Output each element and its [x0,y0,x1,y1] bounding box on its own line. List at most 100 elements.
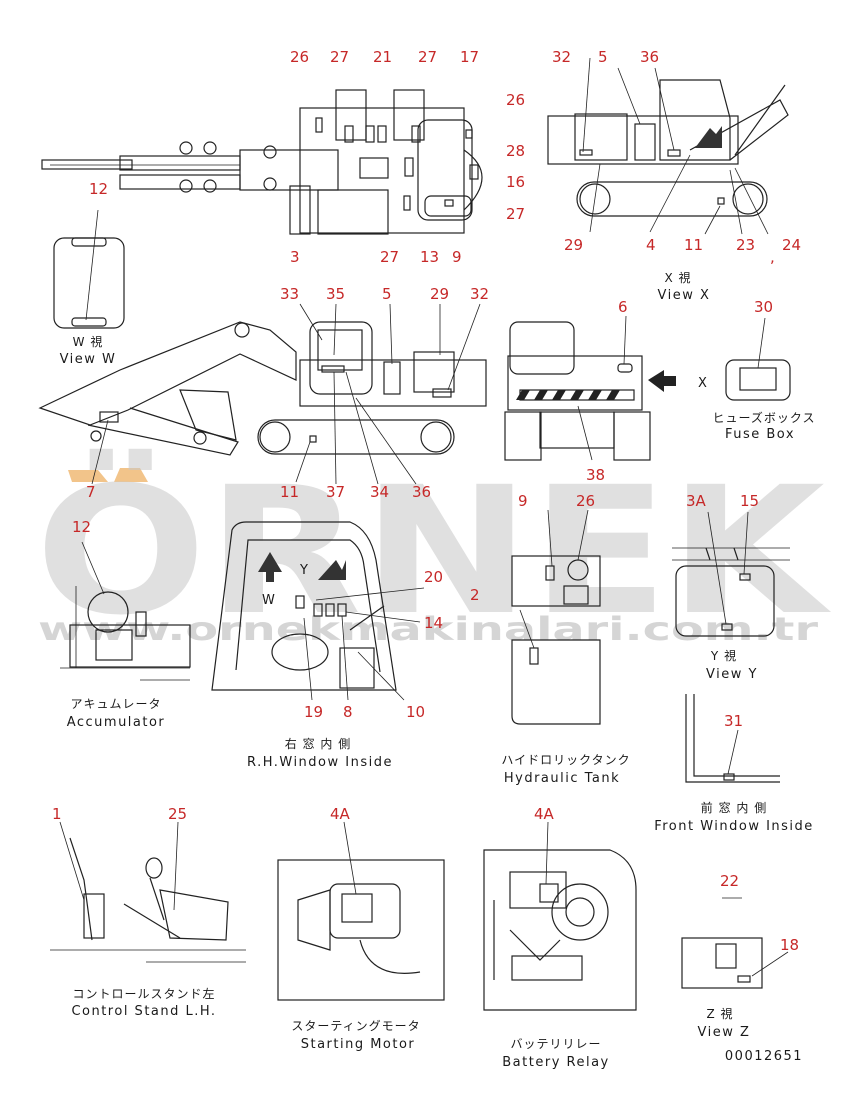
caption-view-w-jp: W 視 [73,334,104,349]
callout: 21 [373,48,392,66]
callout: 6 [618,298,628,316]
callout: 16 [506,173,525,191]
callout: 12 [72,518,91,536]
caption-hydraulic-tank-en: Hydraulic Tank [504,771,620,786]
caption-rh-window-en: R.H.Window Inside [247,755,393,770]
callout: 27 [380,248,399,266]
caption-rh-window-jp: 右 窓 内 側 [285,736,351,751]
view-z-panel [681,897,789,989]
caption-starting-motor-en: Starting Motor [301,1037,416,1052]
callout: 7 [86,483,96,501]
view-w-panel [53,209,125,329]
callout: 29 [430,285,449,303]
control-stand-figure [50,821,246,963]
rh-window-inside: Y W [211,521,425,701]
view-y-marker: Y [299,563,309,578]
callout: 33 [280,285,299,303]
callout: 22 [720,872,739,890]
callout: 26 [576,492,595,510]
callout: 37 [326,483,345,501]
captions: W 視 View W X 視 View X ヒューズボックス Fuse Box … [60,270,815,1070]
callout: 2 [470,586,480,604]
view-x-side [547,57,789,235]
callout: 20 [424,568,443,586]
caption-hydraulic-tank-jp: ハイドロリックタンク [501,753,630,767]
caption-view-w-en: View W [60,352,117,367]
callout: 27 [330,48,349,66]
excavator-top-view [41,89,483,235]
callout: 9 [518,492,528,510]
excavator-side-view [38,303,487,485]
callout: 1 [52,805,62,823]
callout: 4A [330,805,351,823]
callout: 36 [412,483,431,501]
watermark-brand: ÖRNEK [35,447,831,654]
callout: 32 [470,285,489,303]
callout: 29 [564,236,583,254]
callout: 32 [552,48,571,66]
caption-starting-motor-jp: スターティングモータ [291,1019,420,1033]
callout: 11 [280,483,299,501]
callout: 34 [370,483,389,501]
callout: 3A [686,492,707,510]
caption-accumulator-jp: アキュムレータ [70,697,161,711]
callout: , [770,248,775,266]
caption-view-x-jp: X 視 [664,270,691,285]
callout: 26 [290,48,309,66]
caption-control-stand-en: Control Stand L.H. [71,1004,216,1019]
callout: 3 [290,248,300,266]
hydraulic-tank [511,509,601,725]
callouts: 26 27 21 27 17 26 28 16 27 12 3 27 13 9 … [52,48,801,954]
view-w-marker: W [262,593,276,608]
callout: 27 [418,48,437,66]
watermark-accent-mark [68,470,108,482]
callout: 30 [754,298,773,316]
accumulator-figure [60,541,191,681]
callout: 17 [460,48,479,66]
caption-view-z-en: View Z [698,1025,751,1040]
starting-motor-figure [277,821,445,1001]
excavator-rear-view: X [504,315,708,461]
callout: 4A [534,805,555,823]
callout: 9 [452,248,462,266]
caption-view-z-jp: Z 視 [706,1006,733,1021]
caption-battery-relay-jp: バッテリリレー [510,1037,601,1051]
caption-control-stand-jp: コントロールスタンド左 [72,986,215,1001]
view-y-panel [672,511,790,637]
caption-fuse-box-en: Fuse Box [725,427,795,442]
callout: 10 [406,703,425,721]
callout: 15 [740,492,759,510]
caption-battery-relay-en: Battery Relay [502,1055,609,1070]
watermark-accent-mark [114,468,148,482]
drawing-code: 00012651 [725,1049,803,1064]
callout: 11 [684,236,703,254]
fuse-box [725,317,791,401]
caption-front-window-jp: 前 窓 内 側 [701,800,767,815]
callout: 13 [420,248,439,266]
callout: 14 [424,614,443,632]
callout: 31 [724,712,743,730]
callout: 19 [304,703,323,721]
callout: 23 [736,236,755,254]
caption-accumulator-en: Accumulator [67,715,166,730]
caption-view-y-en: View Y [706,667,758,682]
view-x-marker: X [698,376,708,391]
battery-relay-figure [483,821,637,1011]
callout: 12 [89,180,108,198]
callout: 5 [598,48,608,66]
callout: 26 [506,91,525,109]
callout: 8 [343,703,353,721]
callout: 35 [326,285,345,303]
callout: 25 [168,805,187,823]
callout: 4 [646,236,656,254]
caption-view-y-jp: Y 視 [710,648,737,663]
caption-view-x-en: View X [658,288,711,303]
watermark: ÖRNEK www.ornekmakinalari.com.tr [35,447,831,654]
caption-front-window-en: Front Window Inside [654,819,814,834]
callout: 27 [506,205,525,223]
front-window-inside [685,694,780,783]
callout: 24 [782,236,801,254]
callout: 28 [506,142,525,160]
callout: 18 [780,936,799,954]
